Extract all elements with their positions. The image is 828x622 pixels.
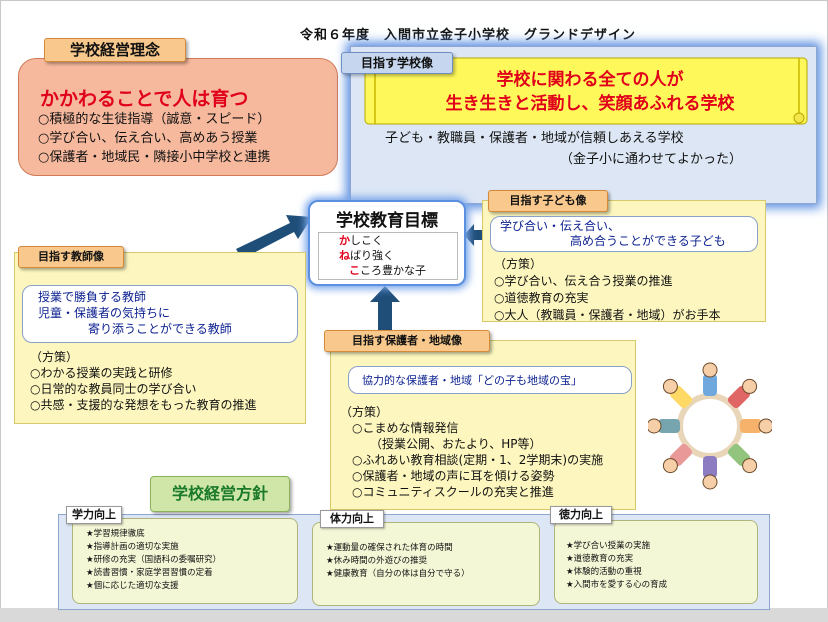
pillar-physical-label: 体力向上	[320, 510, 384, 528]
philosophy-item: ○保護者・地域民・隣接小中学校と連携	[38, 150, 271, 165]
pillar-academic-label: 学力向上	[66, 506, 122, 524]
parent-image-list: （方策） ○こまめな情報発信 （授業公開、おたより、HP等） ○ふれあい教育相談…	[340, 404, 603, 500]
pillar-item: ★学び合い授業の実施	[566, 541, 651, 551]
philosophy-item: ○学び合い、伝え合い、高めあう授業	[38, 131, 258, 146]
pillar-moral	[554, 520, 758, 604]
parent-item: ○ふれあい教育相談(定期・1、2学期末)の実施	[340, 453, 604, 467]
pillar-item: ★体験的活動の重視	[566, 567, 642, 577]
pillar-item: ★研修の充実（国語科の委嘱研究）	[86, 555, 222, 565]
pillar-academic	[72, 518, 298, 604]
parent-image-pill	[348, 366, 632, 394]
goal-line-1: かしこく	[339, 234, 383, 247]
pillar-item: ★入間市を愛する心の育成	[566, 580, 668, 590]
children-circle-illustration	[648, 362, 772, 490]
teacher-item: ○日常的な教員同士の学び合い	[30, 382, 197, 396]
parent-image-pill-text: 協力的な保護者・地域「どの子も地域の宝」	[362, 374, 582, 387]
pillar-item: ★指導計画の適切な実施	[86, 542, 179, 552]
philosophy-main: かかわることで人は育つ	[40, 88, 249, 110]
parent-item: （授業公開、おたより、HP等）	[340, 437, 542, 451]
teacher-image-pill-text: 授業で勝負する教師 児童・保護者の気持ちに 寄り添うことができる教師	[38, 289, 232, 337]
scroll-banner	[364, 57, 808, 125]
policy-heading: 学校経営方針	[150, 476, 290, 512]
arrow-teacher-to-goal	[236, 215, 312, 259]
child-image-heading: 目指す子ども像	[488, 190, 608, 212]
pillar-academic-list: ★学習規律徹底 ★指導計画の適切な実施 ★研修の充実（国語科の委嘱研究） ★読書…	[86, 528, 221, 593]
parent-item: （方策）	[340, 405, 389, 419]
school-image-main: 学校に関わる全ての人が 生き生きと活動し、笑顔あふれる学校	[380, 68, 800, 116]
teacher-pill-line2: 児童・保護者の気持ちに	[38, 306, 171, 320]
pillar-physical-list: ★運動量の確保された体育の時間 ★休み時間の外遊びの推奨 ★健康教育（自分の体は…	[326, 542, 470, 581]
pillar-moral-label: 徳力向上	[550, 506, 612, 524]
pillar-moral-list: ★学び合い授業の実施 ★道徳教育の充実 ★体験的活動の重視 ★入間市を愛する心の…	[566, 540, 667, 592]
bottom-strip	[0, 608, 828, 622]
arrow-child-to-goal	[464, 224, 490, 246]
teacher-pill-line1: 授業で勝負する教師	[38, 290, 147, 304]
philosophy-list: ○積極的な生徒指導（誠意・スピード） ○学び合い、伝え合い、高めあう授業 ○保護…	[38, 110, 270, 167]
pillar-physical	[312, 522, 540, 606]
school-image-line2: 生き生きと活動し、笑顔あふれる学校	[445, 94, 735, 114]
parent-image-heading: 目指す保護者・地域像	[324, 330, 490, 352]
philosophy-item: ○積極的な生徒指導（誠意・スピード）	[38, 112, 271, 127]
goal-line-2: ねばり強く	[339, 249, 394, 262]
child-item: ○学び合い、伝え合う授業の推進	[494, 274, 673, 288]
child-pill-line2: 高め合うことができる子ども	[570, 234, 726, 248]
pillar-item: ★読書習慣・家庭学習習慣の定着	[86, 568, 213, 578]
page-title: 令和６年度 入間市立金子小学校 グランドデザイン	[300, 28, 637, 43]
pillar-item: ★休み時間の外遊びの推奨	[326, 556, 428, 566]
pillar-item: ★道徳教育の充実	[566, 554, 634, 564]
child-image-list: （方策） ○学び合い、伝え合う授業の推進 ○道徳教育の充実 ○大人（教職員・保護…	[494, 256, 720, 324]
education-goal-inner: かしこく ねばり強く こころ豊かな子	[318, 232, 458, 280]
child-item: ○道徳教育の充実	[494, 291, 589, 305]
goal-line-3: こころ豊かな子	[349, 264, 426, 277]
child-image-pill-text: 学び合い・伝え合い、 高め合うことができる子ども	[500, 219, 726, 249]
school-image-sub1: 子ども・教職員・保護者・地域が信頼しあえる学校	[385, 131, 684, 146]
pillar-item: ★運動量の確保された体育の時間	[326, 543, 453, 553]
child-item: ○大人（教職員・保護者・地域）がお手本	[494, 308, 721, 322]
child-pill-line1: 学び合い・伝え合い、	[500, 219, 621, 233]
school-image-line1: 学校に関わる全ての人が	[496, 70, 684, 90]
school-image-sub2: （金子小に通わせてよかった）	[560, 152, 743, 167]
teacher-image-heading: 目指す教師像	[18, 246, 124, 268]
teacher-item: （方策）	[30, 350, 79, 364]
pillar-item: ★健康教育（自分の体は自分で守る）	[326, 569, 470, 579]
pillar-item: ★学習規律徹底	[86, 529, 145, 539]
pillar-item: ★個に応じた適切な支援	[86, 581, 179, 591]
education-goal-heading: 学校教育目標	[336, 211, 438, 231]
parent-item: ○保護者・地域の声に耳を傾ける姿勢	[340, 469, 555, 483]
parent-item: ○こまめな情報発信	[340, 421, 459, 435]
arrow-parent-to-goal	[370, 286, 400, 334]
teacher-image-pill	[22, 285, 298, 343]
child-item: （方策）	[494, 257, 543, 271]
teacher-image-list: （方策） ○わかる授業の実践と研修 ○日常的な教員同士の学び合い ○共感・支援的…	[30, 349, 256, 413]
philosophy-heading: 学校経営理念	[44, 38, 186, 62]
teacher-pill-line3: 寄り添うことができる教師	[88, 322, 232, 336]
school-image-heading: 目指す学校像	[341, 52, 453, 74]
child-image-pill	[490, 216, 758, 252]
parent-item: ○コミュニティスクールの充実と推進	[340, 485, 554, 499]
teacher-item: ○わかる授業の実践と研修	[30, 366, 173, 380]
teacher-item: ○共感・支援的な発想をもった教育の推進	[30, 398, 257, 412]
